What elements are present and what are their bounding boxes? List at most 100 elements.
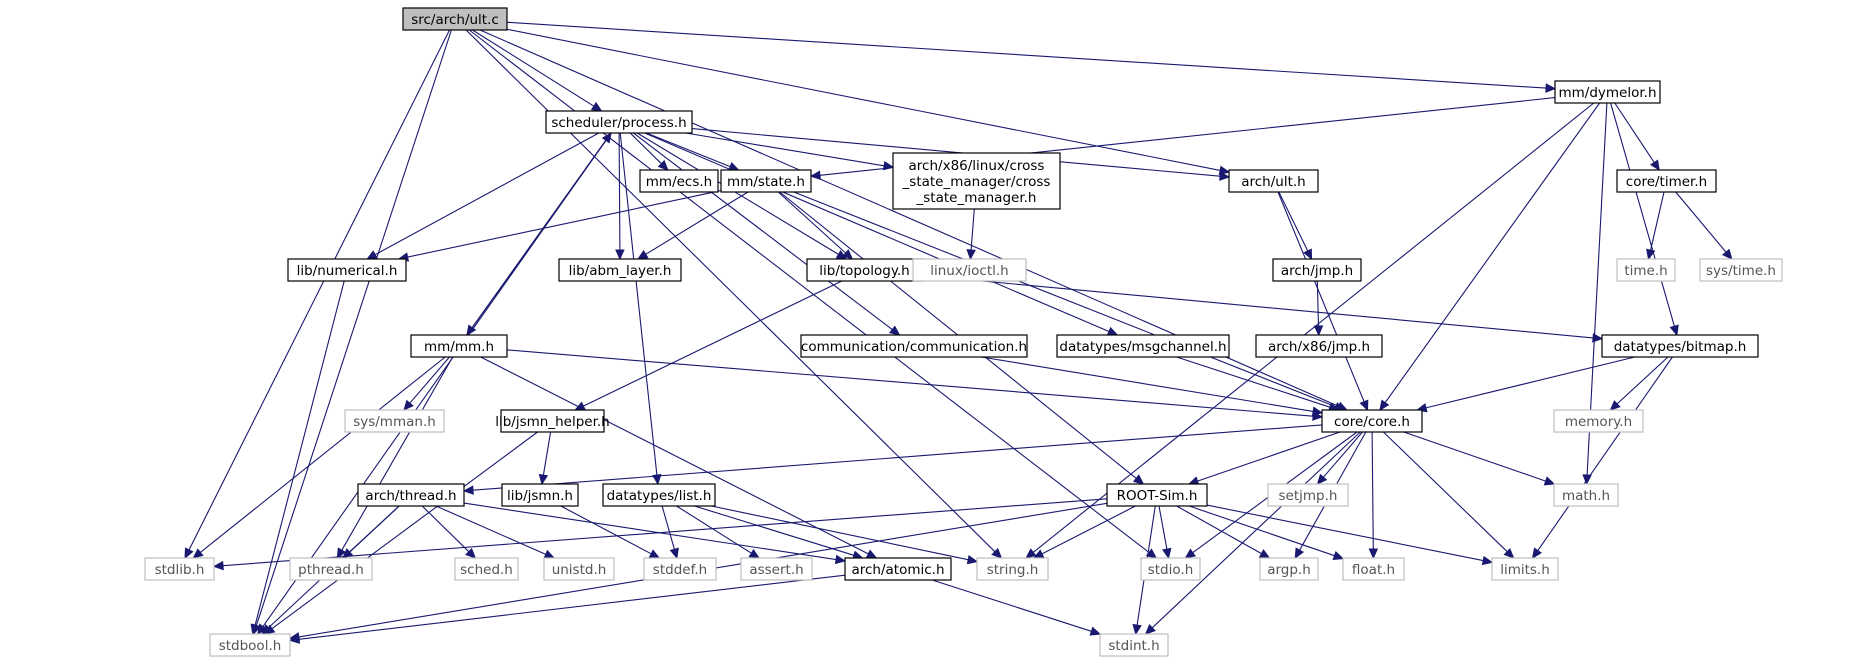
- node-box: [344, 409, 445, 433]
- node-box: [357, 483, 465, 507]
- node-rootsim[interactable]: ROOT-Sim.h: [1106, 483, 1208, 507]
- edge-core-to-setjmp: [1316, 431, 1363, 485]
- node-label: src/arch/ult.c: [411, 12, 499, 28]
- edge-line: [199, 356, 446, 553]
- node-box: [740, 557, 813, 581]
- node-label: lib/jsmn_helper.h: [495, 414, 610, 430]
- edge-core-to-stdint: [1144, 431, 1361, 635]
- edge-state-to-numerical: [397, 190, 722, 262]
- arrowhead-icon: [1379, 399, 1390, 412]
- node-label: core/timer.h: [1626, 174, 1707, 190]
- edge-msgch-to-core: [1176, 356, 1340, 412]
- node-box: [410, 334, 508, 358]
- edge-line: [777, 191, 846, 254]
- node-archult[interactable]: arch/ult.h: [1228, 169, 1319, 193]
- node-dymelor[interactable]: mm/dymelor.h: [1554, 80, 1661, 104]
- arrowhead-icon: [1316, 473, 1328, 485]
- edge-dymelor-to-string: [1025, 102, 1595, 559]
- node-ecs[interactable]: mm/ecs.h: [639, 169, 719, 193]
- edge-line: [435, 505, 547, 555]
- node-numerical[interactable]: lib/numerical.h: [287, 258, 407, 282]
- arrowhead-icon: [1481, 555, 1494, 566]
- edge-core-to-limits: [1383, 431, 1515, 559]
- node-core[interactable]: core/core.h: [1321, 409, 1423, 433]
- node-state[interactable]: mm/state.h: [720, 169, 812, 193]
- node-box: [1267, 483, 1349, 507]
- edge-root-to-process: [472, 29, 603, 112]
- node-box: [1699, 258, 1783, 282]
- node-jsmnhelper[interactable]: lib/jsmn_helper.h: [495, 409, 610, 433]
- arrowhead-icon: [748, 548, 761, 559]
- node-jmph[interactable]: arch/jmp.h: [1272, 258, 1362, 282]
- node-box: [643, 557, 717, 581]
- edge-core-to-math: [1403, 431, 1556, 486]
- node-list[interactable]: datatypes/list.h: [602, 483, 716, 507]
- node-msgch[interactable]: datatypes/msgchannel.h: [1056, 334, 1230, 358]
- edge-line: [1384, 102, 1601, 404]
- edge-thread-to-sched: [421, 505, 477, 559]
- node-bitmap[interactable]: datatypes/bitmap.h: [1601, 334, 1759, 358]
- edge-line: [644, 132, 1110, 333]
- node-label: mm/dymelor.h: [1558, 85, 1656, 101]
- node-stdio: stdio.h: [1140, 557, 1201, 581]
- edge-bitmap-to-memory: [1609, 356, 1669, 411]
- node-comm[interactable]: communication/communication.h: [800, 334, 1028, 358]
- node-box: [800, 334, 1028, 358]
- node-box: [1553, 409, 1644, 433]
- arrowhead-icon: [966, 249, 976, 261]
- node-sysmman: sys/mman.h: [344, 409, 445, 433]
- edge-line: [1176, 356, 1331, 408]
- arrowhead-icon: [184, 547, 194, 560]
- edge-line: [1371, 431, 1374, 550]
- node-label: math.h: [1562, 488, 1610, 504]
- node-box: [1321, 409, 1423, 433]
- edge-line: [506, 21, 1547, 89]
- edge-rootsim-to-stdlib: [212, 498, 1108, 571]
- edge-archult-to-jmph: [1278, 191, 1313, 261]
- node-box: [543, 557, 615, 581]
- node-topology[interactable]: lib/topology.h: [806, 258, 923, 282]
- node-box: [1106, 483, 1208, 507]
- edge-archult-to-core: [1277, 191, 1369, 412]
- edge-core-to-thread: [462, 424, 1323, 495]
- arrowhead-icon: [652, 474, 662, 486]
- edge-xstate-to-ioctl: [966, 208, 976, 261]
- node-label: stdio.h: [1148, 562, 1194, 578]
- edge-bitmap-to-core: [1416, 356, 1635, 413]
- edge-jsmn-to-stddef: [560, 505, 661, 559]
- node-process[interactable]: scheduler/process.h: [545, 110, 693, 134]
- node-thread[interactable]: arch/thread.h: [357, 483, 465, 507]
- edge-root-to-dymelor: [506, 21, 1557, 93]
- node-mmh[interactable]: mm/mm.h: [410, 334, 508, 358]
- arrowhead-icon: [1162, 547, 1172, 560]
- node-box: [1056, 334, 1230, 358]
- node-jsmn[interactable]: lib/jsmn.h: [501, 483, 579, 507]
- node-abm[interactable]: lib/abm_layer.h: [558, 258, 682, 282]
- edge-process-to-abm: [615, 132, 625, 261]
- edge-line: [409, 356, 450, 404]
- edge-line: [1041, 505, 1136, 555]
- node-label: setjmp.h: [1279, 488, 1338, 504]
- node-label: mm/mm.h: [424, 339, 494, 355]
- node-xstate[interactable]: arch/x86/linux/cross_state_manager/cross…: [892, 152, 1061, 210]
- node-atomic[interactable]: arch/atomic.h: [844, 557, 952, 581]
- node-root[interactable]: src/arch/ult.c: [402, 7, 508, 31]
- node-x86jmp[interactable]: arch/x86/jmp.h: [1255, 334, 1383, 358]
- edge-numerical-to-stdbool: [250, 280, 345, 636]
- node-stddef: stddef.h: [643, 557, 717, 581]
- arrowhead-icon: [1531, 547, 1543, 560]
- arrowhead-icon: [1359, 399, 1369, 412]
- arrowhead-icon: [1545, 83, 1557, 93]
- node-label: _state_manager.h: [916, 190, 1037, 206]
- edge-bitmap-to-limits: [1531, 356, 1673, 560]
- node-label: arch/atomic.h: [851, 562, 944, 578]
- edge-mmh-to-core: [506, 349, 1324, 421]
- node-box: [287, 258, 407, 282]
- node-box: [501, 483, 579, 507]
- node-label: datatypes/list.h: [607, 488, 712, 504]
- edge-line: [1537, 356, 1673, 551]
- arrowhead-icon: [366, 250, 378, 260]
- node-box: [558, 258, 682, 282]
- node-timer[interactable]: core/timer.h: [1616, 169, 1717, 193]
- node-box: [500, 409, 605, 433]
